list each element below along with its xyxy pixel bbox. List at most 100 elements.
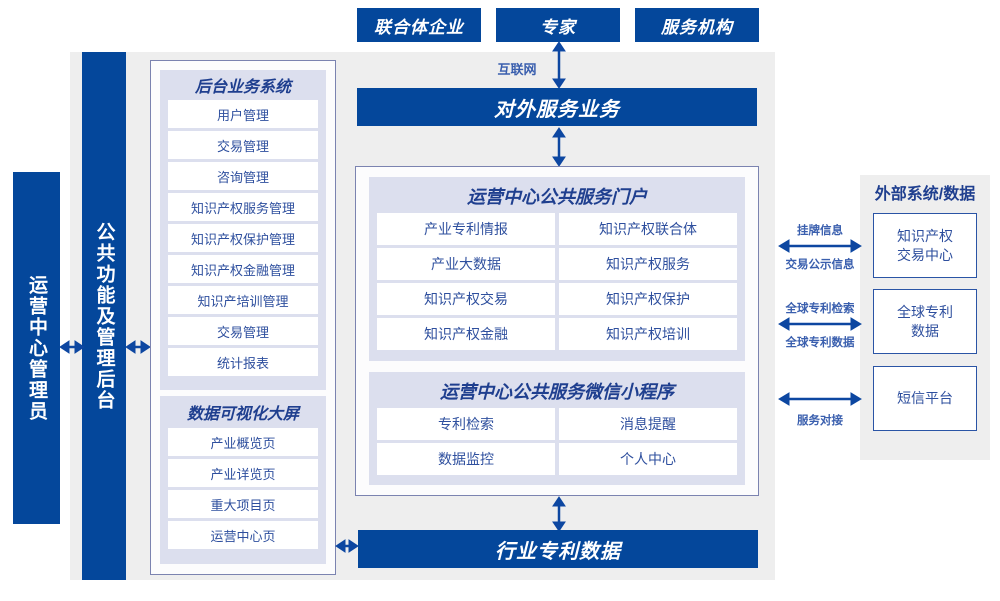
- list-item-label: 产业详览页: [210, 466, 276, 482]
- list-item-label: 产业概览页: [210, 435, 276, 451]
- backend-to-systems-arrow-icon: [125, 340, 151, 354]
- top-actor-box-1: 专家: [496, 8, 620, 42]
- grid-item[interactable]: 知识产权保护: [559, 283, 737, 315]
- external-box-line2: 数据: [911, 322, 939, 339]
- external-box-line1: 全球专利: [897, 303, 953, 320]
- miniprogram-item-grid: 专利检索 消息提醒 数据监控 个人中心: [377, 408, 737, 478]
- grid-item[interactable]: 知识产权交易: [377, 283, 555, 315]
- grid-item[interactable]: 个人中心: [559, 443, 737, 475]
- list-item-label: 重大项目页: [210, 497, 276, 513]
- list-item-label: 用户管理: [216, 107, 269, 123]
- service-to-portal-arrow-icon: [552, 127, 566, 167]
- list-item[interactable]: 知识产权保护管理: [168, 224, 318, 252]
- bottom-bar-label: 行业专利数据: [495, 540, 621, 563]
- external-connector-label-0-above: 挂牌信息: [780, 222, 860, 238]
- list-item[interactable]: 知识产权服务管理: [168, 193, 318, 221]
- panel-title-text: 外部系统/数据: [874, 186, 976, 203]
- grid-item-label: 消息提醒: [620, 416, 676, 432]
- list-item[interactable]: 重大项目页: [168, 490, 318, 518]
- connector-label-text: 挂牌信息: [797, 225, 843, 237]
- grid-item[interactable]: 知识产权金融: [377, 318, 555, 350]
- external-connector-label-2-below: 服务对接: [780, 412, 860, 428]
- list-item[interactable]: 交易管理: [168, 131, 318, 159]
- list-item-label: 交易管理: [216, 138, 269, 154]
- grid-item[interactable]: 知识产权培训: [559, 318, 737, 350]
- list-item[interactable]: 产业详览页: [168, 459, 318, 487]
- sidebar-item-public-function-admin-backend[interactable]: 公共功能及管理后台: [82, 52, 126, 580]
- external-connector-label-1-below: 全球专利数据: [777, 334, 863, 350]
- role-label: 运营中心管理员: [26, 274, 47, 422]
- admin-to-backend-arrow-icon: [59, 340, 85, 354]
- grid-item-label: 知识产权联合体: [599, 221, 697, 237]
- panel-title-text: 运营中心公共服务微信小程序: [440, 382, 674, 402]
- grid-item[interactable]: 知识产权联合体: [559, 213, 737, 245]
- grid-item[interactable]: 产业专利情报: [377, 213, 555, 245]
- list-item-label: 交易管理: [216, 324, 269, 340]
- grid-item-label: 知识产权服务: [606, 256, 690, 272]
- external-system-box-2[interactable]: 短信平台: [873, 366, 977, 431]
- grid-item-label: 产业大数据: [431, 256, 501, 272]
- internet-arrow-icon: [552, 41, 566, 89]
- connector-label-text: 全球专利检索: [785, 303, 855, 315]
- connector-label-text: 交易公示信息: [785, 259, 855, 271]
- grid-item[interactable]: 知识产权服务: [559, 248, 737, 280]
- connector-label-text: 服务对接: [797, 415, 843, 427]
- external-box-line1: 知识产权: [897, 227, 953, 244]
- dataviz-panel-title: 数据可视化大屏: [160, 398, 326, 426]
- industry-patent-data-bar: 行业专利数据: [358, 530, 758, 568]
- list-item-label: 知识产权服务管理: [190, 200, 295, 216]
- external-systems-title: 外部系统/数据: [860, 178, 990, 206]
- list-item[interactable]: 知识产培训管理: [168, 286, 318, 314]
- grid-item-label: 产业专利情报: [424, 221, 508, 237]
- external-system-box-1[interactable]: 全球专利 数据: [873, 289, 977, 354]
- grid-item[interactable]: 专利检索: [377, 408, 555, 440]
- external-box-line1: 短信平台: [897, 390, 953, 407]
- external-connector-arrow-1-icon: [778, 317, 862, 331]
- list-item-label: 运营中心页: [210, 528, 276, 544]
- external-connector-arrow-2-icon: [778, 392, 862, 406]
- grid-item-label: 知识产权保护: [606, 291, 690, 307]
- dataviz-item-list: 产业概览页 产业详览页 重大项目页 运营中心页: [168, 428, 318, 558]
- top-actor-box-0: 联合体企业: [357, 8, 481, 42]
- list-item[interactable]: 咨询管理: [168, 162, 318, 190]
- list-item[interactable]: 交易管理: [168, 317, 318, 345]
- grid-item-label: 知识产权培训: [606, 326, 690, 342]
- top-actor-label: 专家: [540, 17, 576, 37]
- internet-label-text: 互联网: [497, 61, 537, 77]
- grid-item[interactable]: 产业大数据: [377, 248, 555, 280]
- backend-to-data-arrow-icon: [335, 539, 359, 553]
- role-label: 公共功能及管理后台: [93, 221, 115, 411]
- external-system-box-0[interactable]: 知识产权 交易中心: [873, 213, 977, 278]
- portal-panel-title: 运营中心公共服务门户: [369, 181, 745, 211]
- top-actor-label: 联合体企业: [374, 17, 464, 37]
- internet-label: 互联网: [488, 56, 546, 80]
- panel-title-text: 数据可视化大屏: [186, 406, 299, 423]
- list-item[interactable]: 用户管理: [168, 100, 318, 128]
- list-item-label: 知识产权保护管理: [190, 231, 295, 247]
- external-box-line2: 交易中心: [897, 246, 953, 263]
- external-connector-label-0-below: 交易公示信息: [777, 256, 863, 272]
- list-item[interactable]: 统计报表: [168, 348, 318, 376]
- grid-item-label: 数据监控: [438, 451, 494, 467]
- grid-item[interactable]: 数据监控: [377, 443, 555, 475]
- backend-business-item-list: 用户管理 交易管理 咨询管理 知识产权服务管理 知识产权保护管理 知识产权金融管…: [168, 100, 318, 384]
- sidebar-item-operation-center-admin[interactable]: 运营中心管理员: [13, 172, 60, 524]
- list-item[interactable]: 运营中心页: [168, 521, 318, 549]
- list-item-label: 知识产培训管理: [197, 293, 289, 309]
- external-connector-label-1-above: 全球专利检索: [777, 300, 863, 316]
- external-connector-arrow-0-icon: [778, 239, 862, 253]
- portal-to-data-arrow-icon: [552, 496, 566, 532]
- top-actor-box-2: 服务机构: [635, 8, 759, 42]
- panel-title-text: 运营中心公共服务门户: [467, 187, 647, 207]
- external-service-label: 对外服务业务: [494, 98, 620, 121]
- list-item[interactable]: 知识产权金融管理: [168, 255, 318, 283]
- list-item-label: 统计报表: [216, 355, 269, 371]
- grid-item-label: 知识产权交易: [424, 291, 508, 307]
- portal-item-grid: 产业专利情报 知识产权联合体 产业大数据 知识产权服务 知识产权交易 知识产权保…: [377, 213, 737, 355]
- grid-item[interactable]: 消息提醒: [559, 408, 737, 440]
- panel-title-text: 后台业务系统: [194, 79, 291, 96]
- list-item[interactable]: 产业概览页: [168, 428, 318, 456]
- grid-item-label: 专利检索: [438, 416, 494, 432]
- external-service-bar: 对外服务业务: [357, 88, 757, 126]
- list-item-label: 咨询管理: [216, 169, 269, 185]
